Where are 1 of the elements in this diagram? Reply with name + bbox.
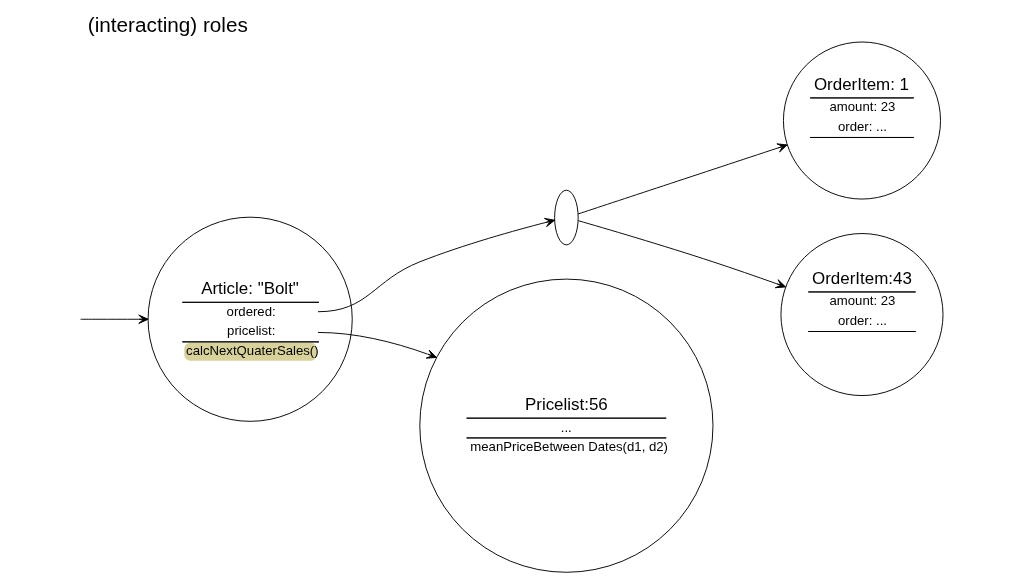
- diagram-title: (interacting) roles: [87, 13, 248, 37]
